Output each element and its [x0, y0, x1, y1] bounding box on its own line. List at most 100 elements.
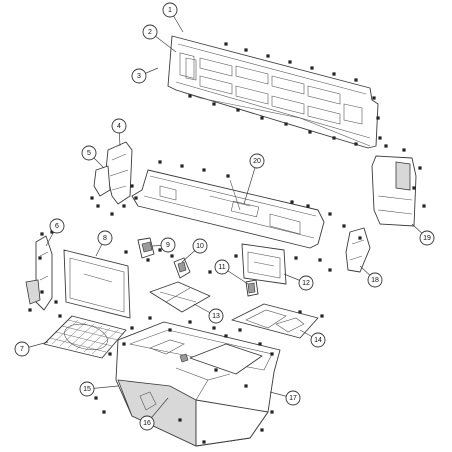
fastener-dot [110, 212, 114, 216]
callout-19: 19 [419, 230, 435, 246]
leader-line-20 [243, 160, 258, 205]
fastener-dot [202, 168, 206, 172]
callout-number-10: 10 [196, 243, 204, 250]
callout-number-9: 9 [166, 242, 170, 249]
fastener-dot [342, 224, 346, 228]
fastener-dot [354, 78, 358, 82]
fastener-dot [130, 184, 134, 188]
fastener-dot [298, 310, 302, 314]
fastener-dot [310, 66, 314, 70]
fastener-dot [384, 144, 388, 148]
fastener-dot [158, 160, 162, 164]
callout-circle-12 [298, 275, 314, 291]
callout-number-18: 18 [371, 277, 379, 284]
callout-3: 3 [131, 68, 147, 84]
mesh-grille-panel [43, 315, 127, 359]
callout-circle-3 [131, 68, 147, 84]
fastener-dot [94, 396, 98, 400]
callout-number-12: 12 [302, 280, 310, 287]
callout-11: 11 [214, 259, 230, 275]
callout-number-6: 6 [55, 223, 59, 230]
callout-number-3: 3 [137, 73, 141, 80]
fastener-dot [320, 314, 324, 318]
right-upper-bracket [371, 155, 417, 227]
fastener-dot [178, 418, 182, 422]
callout-2: 2 [142, 24, 158, 40]
callout-number-19: 19 [423, 235, 431, 242]
callout-20: 20 [249, 153, 265, 169]
callout-number-5: 5 [87, 150, 91, 157]
fastener-dot [260, 428, 264, 432]
fastener-dot [122, 342, 126, 346]
callout-circle-18 [367, 272, 383, 288]
fastener-dot [284, 122, 288, 126]
callout-circle-8 [97, 230, 113, 246]
mid-cross-member [131, 169, 325, 249]
callout-circle-1 [162, 2, 178, 18]
fastener-dot [134, 196, 138, 200]
callout-5: 5 [81, 145, 97, 161]
fastener-dot [354, 142, 358, 146]
callout-circle-17 [285, 390, 301, 406]
callout-4: 4 [111, 118, 127, 134]
callout-number-17: 17 [289, 395, 297, 402]
fastener-dot [54, 300, 58, 304]
callout-circle-6 [49, 218, 65, 234]
callout-circle-20 [249, 153, 265, 169]
fastener-dot [244, 384, 248, 388]
callout-15: 15 [79, 381, 95, 397]
fastener-dot [328, 268, 332, 272]
fastener-dot [122, 204, 126, 208]
fastener-dot [270, 410, 274, 414]
callout-18: 18 [367, 272, 383, 288]
fastener-dot [212, 326, 216, 330]
fastener-dot [238, 328, 242, 332]
fastener-dot [266, 54, 270, 58]
fastener-dot [288, 60, 292, 64]
rear-upper-panel [167, 35, 379, 149]
main-tub [115, 321, 281, 447]
callout-number-11: 11 [218, 264, 225, 271]
callout-number-20: 20 [253, 158, 261, 165]
fastener-dot [402, 148, 406, 152]
fastener-dot [418, 166, 422, 170]
callout-9: 9 [160, 237, 176, 253]
fastener-dot [294, 256, 298, 260]
fastener-dot [244, 48, 248, 52]
callout-6: 6 [49, 218, 65, 234]
fastener-dot [258, 342, 262, 346]
callout-number-8: 8 [103, 235, 107, 242]
fastener-dot [328, 212, 332, 216]
fastener-dot [212, 102, 216, 106]
fastener-dot [58, 314, 62, 318]
callout-14: 14 [310, 332, 326, 348]
fastener-dot [224, 42, 228, 46]
callout-10: 10 [192, 238, 208, 254]
right-lower-bracket [345, 227, 371, 273]
fastener-dot [38, 256, 42, 260]
fastener-dot [318, 258, 322, 262]
fastener-dot [306, 204, 310, 208]
fastener-dot [188, 94, 192, 98]
callout-number-2: 2 [148, 29, 152, 36]
box-bracket-12 [241, 243, 287, 285]
fastener-dot [378, 136, 382, 140]
small-bracket-9 [137, 237, 155, 259]
fastener-dot [90, 196, 94, 200]
fastener-dot [260, 116, 264, 120]
fastener-dot [188, 320, 192, 324]
fastener-dot [170, 254, 174, 258]
fastener-dot [412, 186, 416, 190]
callout-circle-11 [214, 259, 230, 275]
fastener-dots [28, 42, 426, 444]
callout-circle-15 [79, 381, 95, 397]
fastener-dot [108, 352, 112, 356]
fastener-dot [168, 328, 172, 332]
fastener-dot [40, 290, 44, 294]
callout-circle-10 [192, 238, 208, 254]
callout-circle-14 [310, 332, 326, 348]
fastener-dot [40, 232, 44, 236]
callout-13: 13 [208, 308, 224, 324]
